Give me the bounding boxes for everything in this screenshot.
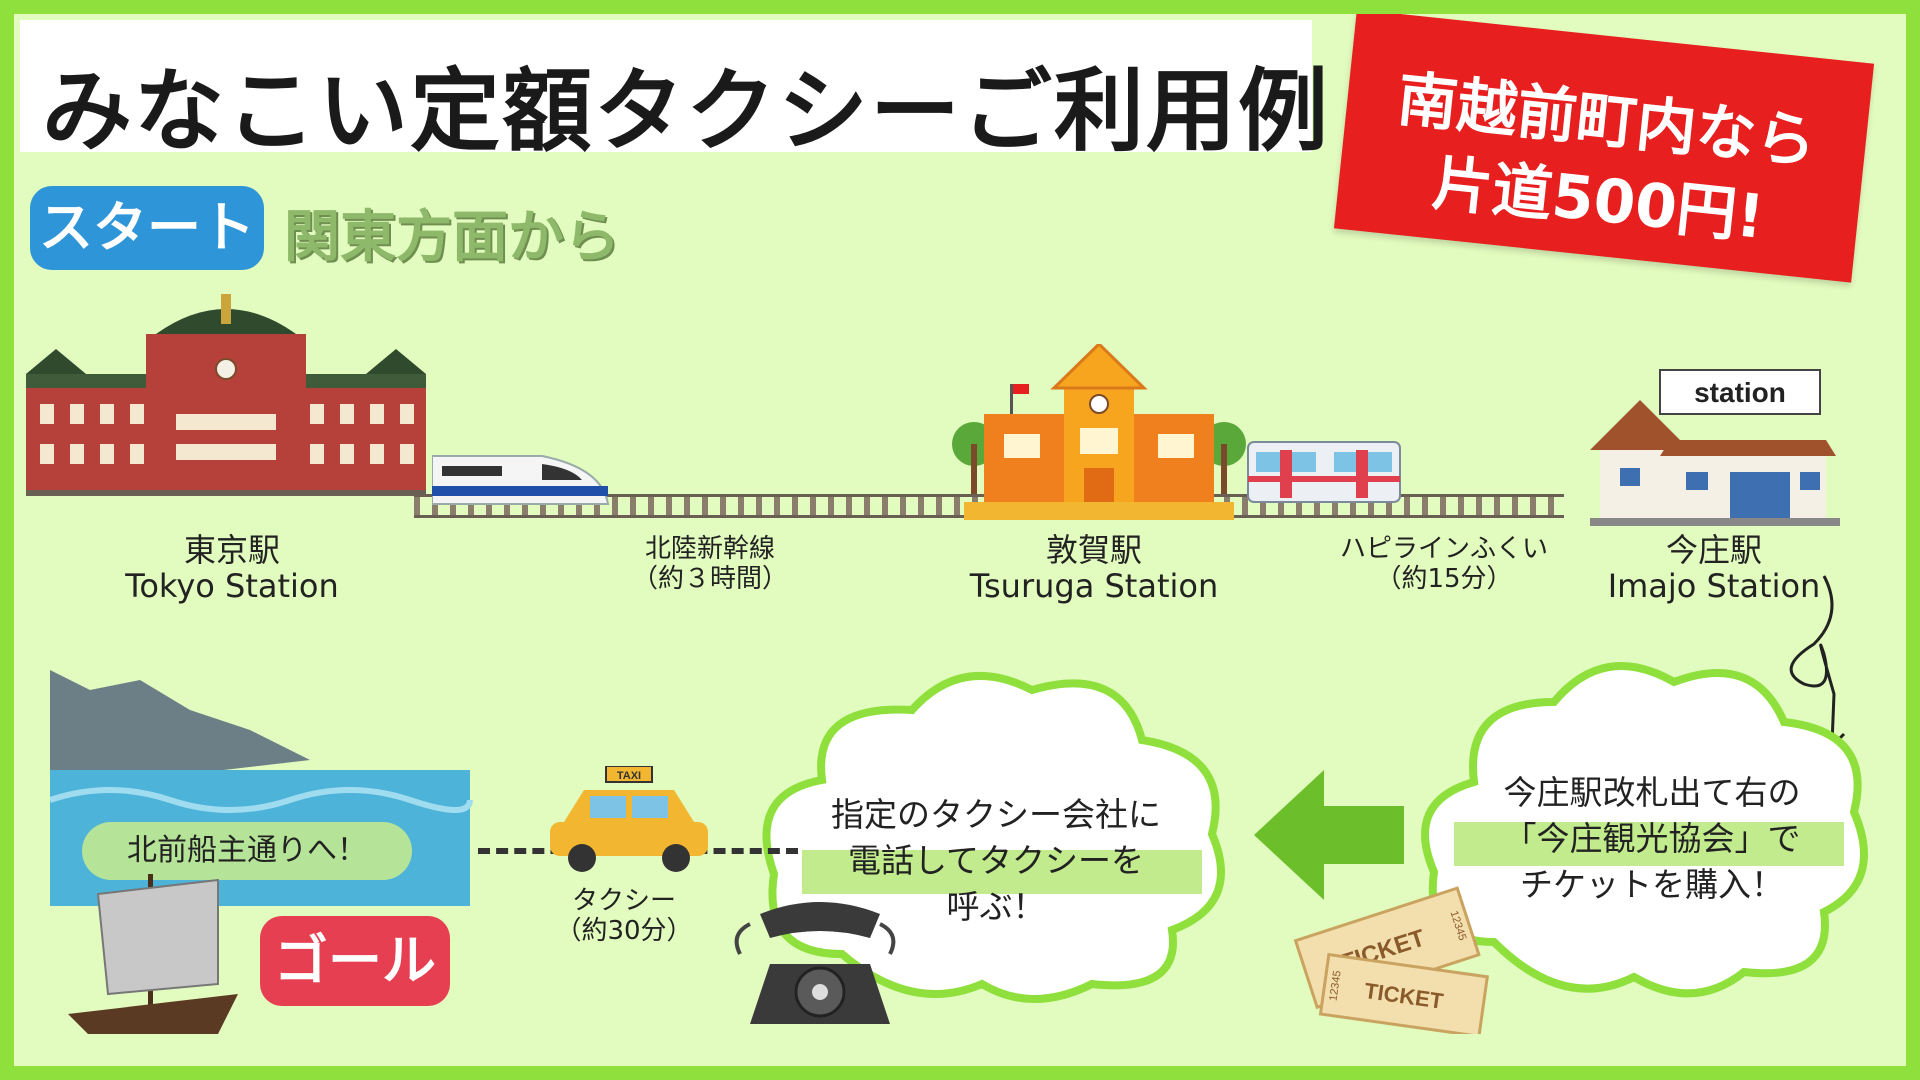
main-panel: みなこい定額タクシーご利用例 南越前町内なら 片道500円! スタート 関東方面… (14, 14, 1906, 1066)
call-step-line-3: 呼ぶ！ (946, 887, 1046, 926)
call-step-cloud (762, 671, 1225, 1003)
leg-time: （約15分） (1375, 564, 1513, 594)
local-train-icon (1247, 441, 1401, 503)
taxi-icon: TAXI (550, 766, 708, 872)
ticket-icon: TICKET 12345 TICKET 12345 (1293, 886, 1489, 1034)
call-step-line-2: 電話してタクシーを (847, 841, 1144, 880)
title-box: みなこい定額タクシーご利用例 (20, 20, 1328, 164)
leg-label-taxi: タクシー （約30分） (534, 886, 714, 946)
call-step-line-1: 指定のタクシー会社に (831, 795, 1161, 834)
ticket-step-cloud (1421, 662, 1868, 998)
ticket-step-line-1: 今庄駅改札出て右の (1503, 773, 1801, 812)
sailing-ship-icon (68, 874, 238, 1034)
start-badge: スタート (30, 186, 264, 270)
goal-badge: ゴール (260, 916, 450, 1006)
station-sign-text: station (1694, 377, 1786, 408)
leg-name: 北陸新幹線 (644, 534, 775, 564)
leg-time: （約３時間） (631, 564, 788, 594)
station-ja: 今庄駅 (1665, 531, 1762, 569)
call-step-text: 指定のタクシー会社に 電話してタクシーを 呼ぶ！ (786, 792, 1206, 930)
price-banner: 南越前町内なら 片道500円! (1333, 14, 1875, 283)
leg-name: ハピラインふくい (1339, 534, 1548, 564)
station-en: Tokyo Station (125, 567, 339, 605)
tokyo-station-icon (26, 294, 426, 496)
station-en: Imajo Station (1607, 567, 1821, 605)
imajo-station-icon: station (1590, 369, 1840, 526)
station-ja: 東京駅 (183, 531, 280, 569)
tsuruga-station-icon (952, 344, 1246, 520)
start-subtitle: 関東方面から (284, 205, 620, 270)
station-ja: 敦賀駅 (1045, 531, 1142, 569)
shinkansen-train-icon (432, 455, 610, 505)
station-en: Tsuruga Station (969, 567, 1219, 605)
telephone-icon (734, 902, 896, 1024)
taxi-roof-text: TAXI (617, 770, 641, 782)
station-label-imajo: 今庄駅 Imajo Station (1584, 532, 1844, 604)
ticket-step-line-3: チケットを購入！ (1520, 865, 1784, 904)
station-label-tsuruga: 敦賀駅 Tsuruga Station (944, 532, 1244, 604)
leg-time: （約30分） (555, 916, 693, 946)
leg-label-shinkansen: 北陸新幹線 （約３時間） (600, 534, 820, 594)
ticket-number: 12345 (1328, 970, 1344, 1002)
arrow-left-icon (1254, 770, 1404, 900)
ticket-step-text: 今庄駅改札出て右の 「今庄観光協会」で チケットを購入！ (1442, 770, 1862, 908)
station-label-tokyo: 東京駅 Tokyo Station (102, 532, 362, 604)
leg-name: タクシー (571, 886, 676, 916)
ticket-step-line-2: 「今庄観光協会」で (1503, 819, 1801, 858)
page-title: みなこい定額タクシーご利用例 (42, 59, 1330, 164)
leg-label-hapiline: ハピラインふくい （約15分） (1314, 534, 1574, 594)
destination-label: 北前船主通りへ！ (82, 822, 412, 880)
